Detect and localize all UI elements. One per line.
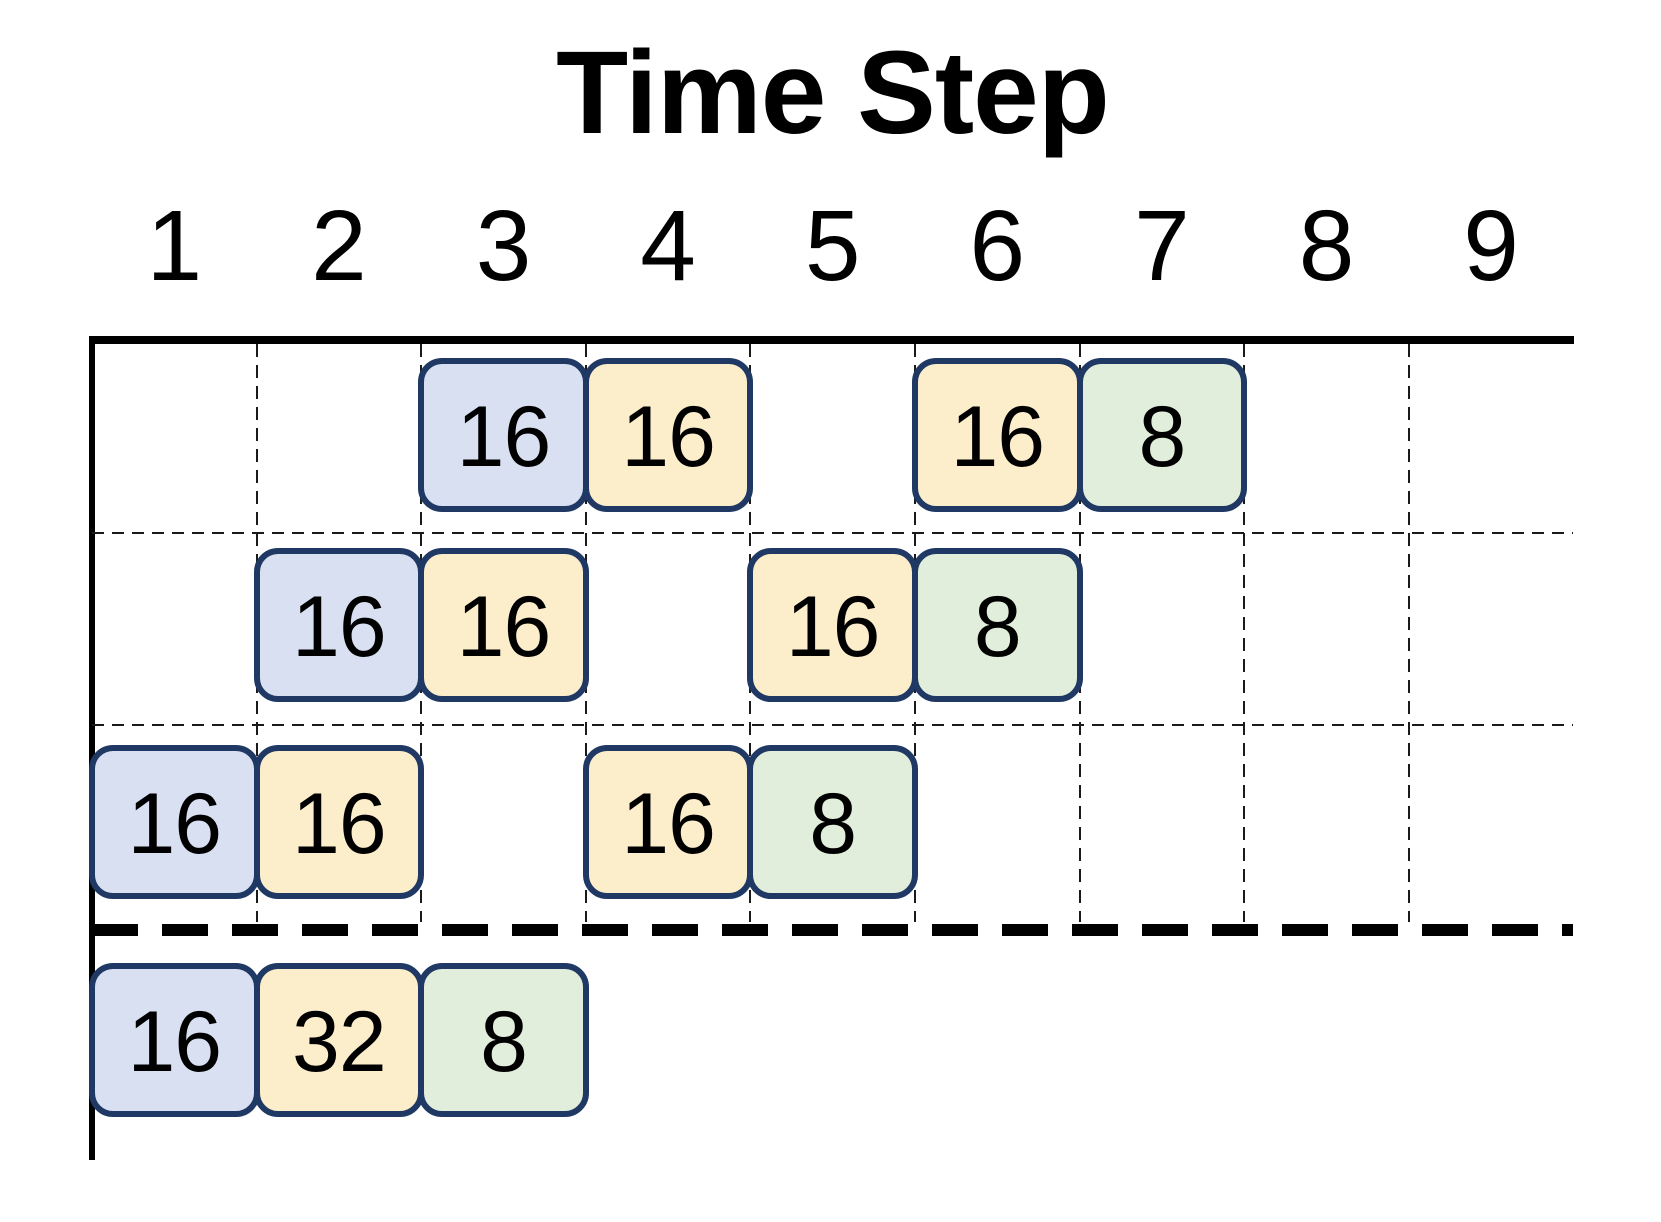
- block-value: 32: [292, 994, 387, 1090]
- axis-left-line: [89, 336, 95, 1160]
- block-value: 8: [480, 994, 528, 1090]
- time-step-label-4: 4: [640, 190, 696, 302]
- block-value: 16: [785, 579, 881, 675]
- block-value: 16: [456, 389, 552, 485]
- time-step-label-7: 7: [1134, 190, 1190, 302]
- time-step-label-6: 6: [969, 190, 1026, 302]
- row-divider-2: [92, 724, 1573, 726]
- time-step-label-1: 1: [146, 190, 203, 302]
- block-value: 16: [621, 389, 716, 485]
- pipeline-row-4-below-divider-block-col2-yellow: 32: [253, 963, 425, 1117]
- pipeline-row-3-block-col1-blue: 16: [89, 745, 260, 899]
- pipeline-row-3-block-col2-yellow: 16: [253, 745, 425, 899]
- pipeline-row-3-block-col5-green: 8: [747, 745, 918, 899]
- pipeline-row-4-below-divider-block-col1-blue: 16: [89, 963, 260, 1117]
- pipeline-row-2-block-col2-blue: 16: [253, 548, 425, 702]
- axis-top-line: [89, 336, 1574, 344]
- block-value: 16: [127, 994, 222, 1090]
- block-value: 8: [809, 776, 857, 872]
- block-value: 8: [1138, 389, 1186, 485]
- time-step-label-5: 5: [804, 190, 861, 302]
- block-value: 16: [621, 776, 716, 872]
- block-value: 16: [950, 389, 1045, 485]
- time-step-label-3: 3: [475, 190, 532, 302]
- time-step-label-8: 8: [1298, 190, 1355, 302]
- block-value: 8: [973, 579, 1022, 675]
- pipeline-row-1-block-col3-blue: 16: [418, 358, 589, 512]
- pipeline-row-2-block-col6-green: 8: [912, 548, 1083, 702]
- time-step-label-9: 9: [1463, 190, 1519, 302]
- pipeline-row-2-block-col3-yellow: 16: [418, 548, 589, 702]
- block-value: 16: [292, 579, 387, 675]
- pipeline-row-1-block-col6-yellow: 16: [912, 358, 1083, 512]
- vertical-gridline-8: [1407, 344, 1410, 922]
- page-title: Time Step: [556, 27, 1110, 159]
- vertical-gridline-7: [1243, 344, 1246, 922]
- pipeline-row-4-below-divider-block-col3-green: 8: [418, 963, 589, 1117]
- thick-dashed-divider: [92, 924, 1573, 936]
- pipeline-row-1-block-col4-yellow: 16: [582, 358, 754, 512]
- time-step-label-2: 2: [311, 190, 367, 302]
- block-value: 16: [127, 776, 222, 872]
- block-value: 16: [292, 776, 387, 872]
- pipeline-row-1-block-col7-green: 8: [1076, 358, 1248, 512]
- row-divider-1: [92, 532, 1573, 534]
- pipeline-row-3-block-col4-yellow: 16: [582, 745, 754, 899]
- pipeline-row-2-block-col5-yellow: 16: [747, 548, 918, 702]
- block-value: 16: [456, 579, 552, 675]
